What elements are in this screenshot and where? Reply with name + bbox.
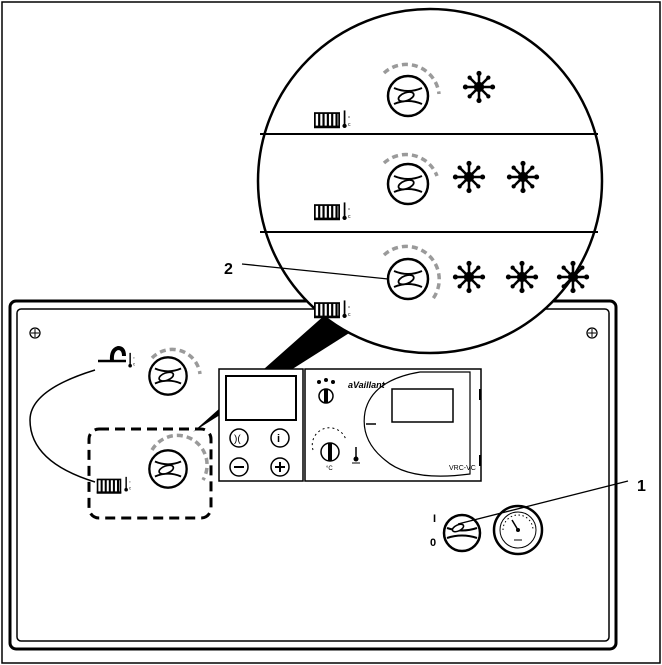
dial-scale-arc bbox=[150, 433, 209, 481]
callout-2-label: 2 bbox=[224, 261, 233, 278]
callout-1-leader bbox=[457, 480, 629, 525]
plus-icon bbox=[275, 462, 285, 472]
zoom-detail-circle bbox=[256, 7, 604, 355]
callout-2-leader bbox=[241, 263, 389, 280]
module-label: VRC-VC bbox=[449, 465, 476, 472]
radiator-icon bbox=[314, 111, 340, 129]
radiator-icon bbox=[314, 301, 340, 319]
temperature-knob[interactable] bbox=[386, 74, 430, 118]
sweep-button[interactable]: )( bbox=[229, 428, 249, 448]
dial-scale-arc bbox=[150, 347, 202, 375]
controller-display bbox=[391, 388, 454, 423]
heating-control bbox=[96, 433, 209, 494]
zoom-row-2 bbox=[314, 152, 540, 221]
lcd-display bbox=[225, 375, 297, 421]
controller-module bbox=[304, 368, 482, 482]
thermometer-icon bbox=[352, 447, 360, 464]
hot-water-knob[interactable] bbox=[148, 356, 188, 396]
link-curve bbox=[29, 369, 96, 483]
radiator-icon bbox=[314, 203, 340, 221]
screw-icon bbox=[586, 327, 598, 339]
info-button[interactable]: i bbox=[270, 428, 290, 448]
faucet-icon bbox=[109, 345, 126, 362]
dial-scale-arc bbox=[382, 152, 439, 177]
switch-on-label: I bbox=[433, 513, 436, 525]
brand-logo: aVaillant bbox=[348, 380, 386, 390]
highlight-box bbox=[87, 427, 213, 520]
hot-water-control bbox=[98, 345, 202, 396]
callout-1-label: 1 bbox=[637, 478, 646, 495]
control-panel-inner bbox=[16, 308, 610, 642]
switch-off-label: 0 bbox=[430, 537, 436, 549]
svg-text:)(: )( bbox=[234, 434, 241, 445]
minus-button[interactable] bbox=[229, 457, 249, 477]
temperature-knob[interactable] bbox=[386, 162, 430, 206]
dial-scale-arc bbox=[382, 62, 441, 95]
temperature-knob[interactable] bbox=[386, 257, 430, 301]
mode-knob[interactable] bbox=[317, 378, 335, 404]
heating-knob[interactable] bbox=[148, 449, 188, 489]
zoom-row-1 bbox=[314, 62, 496, 129]
plus-button[interactable] bbox=[270, 457, 290, 477]
main-switch[interactable] bbox=[442, 513, 482, 553]
zoom-row-3 bbox=[314, 244, 590, 319]
controller-temp-knob[interactable]: °C bbox=[311, 427, 347, 472]
info-icon: i bbox=[277, 433, 280, 445]
screw-icon bbox=[29, 327, 41, 339]
controller-cover bbox=[363, 371, 471, 477]
pressure-gauge bbox=[492, 504, 544, 556]
radiator-icon bbox=[96, 478, 122, 494]
dial-scale-arc bbox=[382, 244, 441, 302]
temp-unit: °C bbox=[326, 466, 333, 472]
